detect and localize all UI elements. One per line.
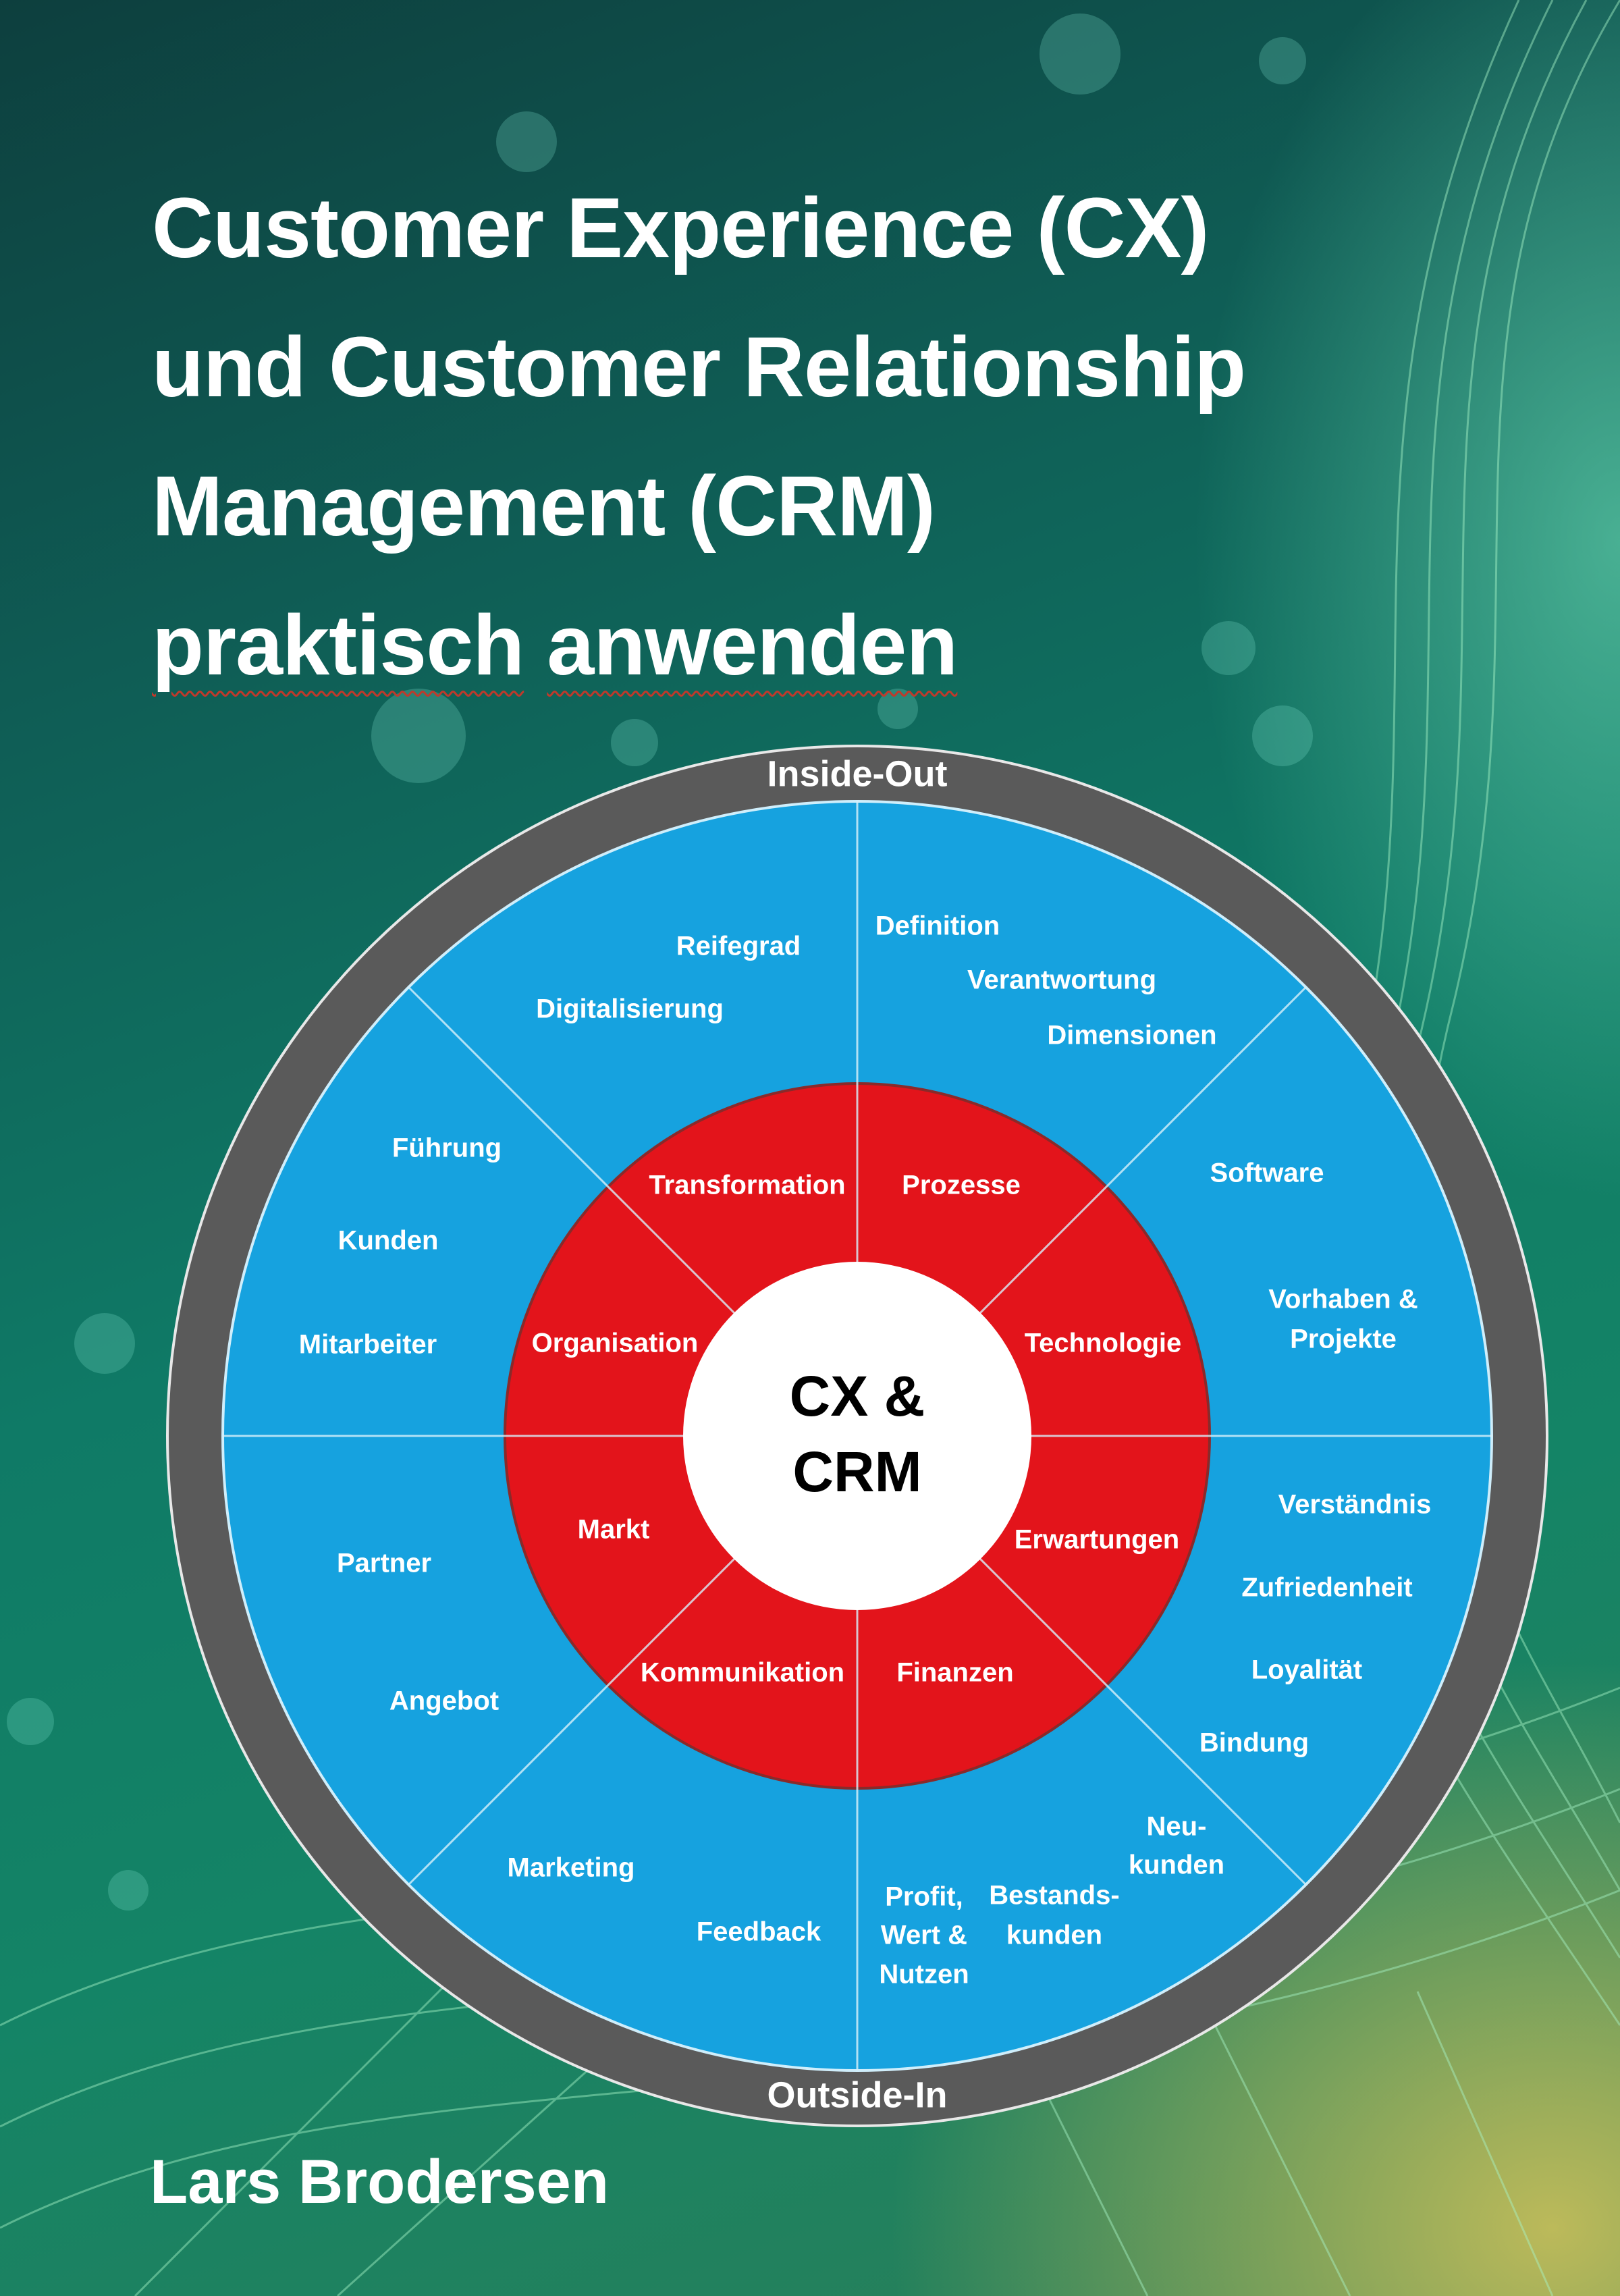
outer-label: Projekte [1290,1325,1397,1354]
outer-label: Marketing [508,1853,635,1883]
center-label: CX & [790,1364,925,1428]
inner-label: Transformation [649,1171,845,1200]
inner-label: Prozesse [902,1171,1021,1200]
inside-out-label: Inside-Out [767,753,948,794]
bokeh-circles [7,14,1313,1911]
outer-label: Software [1210,1158,1324,1188]
outer-label: Zufriedenheit [1241,1573,1412,1603]
outer-label: kunden [1006,1921,1102,1950]
center-label: CRM [792,1440,921,1503]
outer-label: Reifegrad [676,932,801,961]
outer-label: Digitalisierung [536,994,724,1024]
inner-label: Erwartungen [1015,1525,1179,1555]
book-title: Customer Experience (CX) und Customer Re… [152,159,1246,715]
outer-label: Angebot [389,1686,499,1716]
author-name: Lars Brodersen [150,2147,610,2216]
outer-label: Profit, [885,1882,963,1912]
outside-in-label: Outside-In [767,2075,948,2115]
outer-label: Bindung [1199,1728,1309,1758]
outer-label: Vorhaben & [1268,1285,1418,1314]
inner-label: Technologie [1025,1329,1182,1358]
title-word: praktisch [152,597,524,693]
title-line: Customer Experience (CX) [152,180,1209,275]
title-line: praktisch anwenden [152,576,1245,715]
outer-label: Verständnis [1278,1490,1432,1520]
outer-label: Dimensionen [1047,1021,1216,1050]
outer-label: Neu- [1147,1812,1207,1842]
title-line: und Customer Relationship [152,319,1246,415]
outer-label: Wert & [881,1921,967,1950]
outer-label: Loyalität [1251,1655,1362,1685]
outer-label: Kunden [338,1226,439,1256]
outer-label: Führung [392,1133,502,1163]
inner-label: Finanzen [896,1658,1013,1688]
inner-label: Organisation [532,1329,699,1358]
outer-label: Bestands- [989,1881,1119,1911]
outer-label: Definition [875,911,1000,941]
outer-label: Feedback [697,1917,821,1947]
title-line: Management (CRM) [152,458,936,554]
center-circle [683,1262,1031,1610]
title-word: anwenden [547,597,958,693]
outer-label: Verantwortung [967,965,1156,995]
outer-label: Mitarbeiter [299,1330,437,1360]
inner-label: Markt [578,1515,650,1545]
outer-label: kunden [1129,1850,1224,1880]
outer-label: Nutzen [879,1960,969,1990]
inner-label: Kommunikation [641,1658,844,1688]
outer-label: Partner [337,1549,431,1578]
